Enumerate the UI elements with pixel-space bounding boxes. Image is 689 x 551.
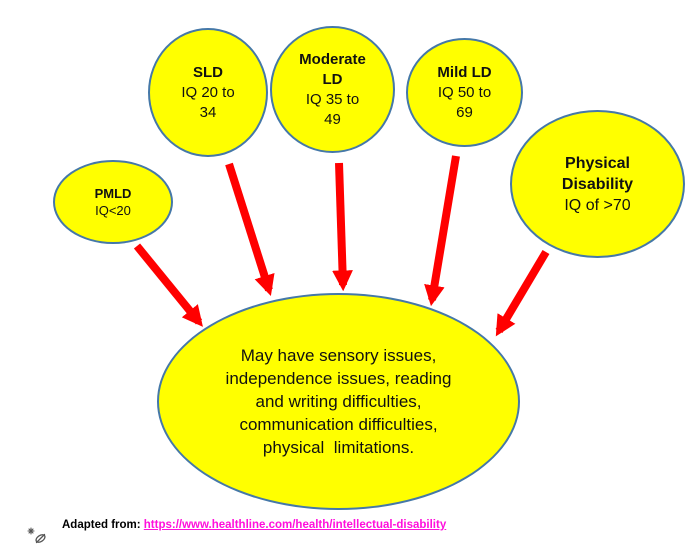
center-line-1: May have sensory issues,	[240, 346, 437, 365]
node-physical-title2: Disability	[561, 175, 634, 193]
node-pmld: PMLD IQ<20	[53, 160, 173, 244]
attribution-prefix: Adapted from:	[62, 519, 144, 531]
center-line-5: physical limitations.	[262, 438, 415, 457]
node-mild-title: Mild LD	[437, 63, 492, 81]
arrow-sld-to-center	[225, 162, 275, 296]
source-link[interactable]: https://www.healthline.com/health/intell…	[143, 519, 447, 531]
node-mild-iq: IQ 50 to	[437, 83, 492, 101]
node-physical-disability: Physical Disability IQ of >70	[510, 110, 685, 258]
arrow-mild-to-center	[424, 155, 460, 307]
attribution: Adapted from: https://www.healthline.com…	[62, 519, 446, 531]
node-sld-iq: IQ 20 to	[181, 83, 235, 101]
node-moderate-title2: LD	[322, 70, 343, 88]
arrow-physical-to-center	[495, 249, 550, 337]
node-pmld-iq: IQ<20	[95, 203, 131, 218]
center-line-3: and writing difficulties,	[255, 392, 422, 411]
node-mild-iq2: 69	[456, 103, 473, 121]
node-moderate-iq2: 49	[324, 110, 341, 128]
node-physical-iq: IQ of >70	[564, 196, 631, 214]
node-physical-title: Physical	[565, 154, 630, 172]
node-center-summary: May have sensory issues, independence is…	[157, 293, 520, 510]
node-pmld-title: PMLD	[94, 186, 132, 201]
arrow-moderate-to-center	[332, 162, 353, 292]
center-line-2: independence issues, reading	[225, 369, 452, 388]
node-moderate-iq: IQ 35 to	[305, 90, 360, 108]
node-moderate-title: Moderate	[299, 50, 366, 68]
arrow-pmld-to-center	[133, 243, 203, 327]
node-moderate-ld: Moderate LD IQ 35 to 49	[270, 26, 395, 153]
node-sld-iq2: 34	[199, 103, 217, 121]
center-line-4: communication difficulties,	[239, 415, 438, 434]
pen-cursor-icon	[26, 526, 48, 546]
node-sld-title: SLD	[193, 63, 223, 81]
node-sld: SLD IQ 20 to 34	[148, 28, 268, 157]
node-mild-ld: Mild LD IQ 50 to 69	[406, 38, 523, 147]
